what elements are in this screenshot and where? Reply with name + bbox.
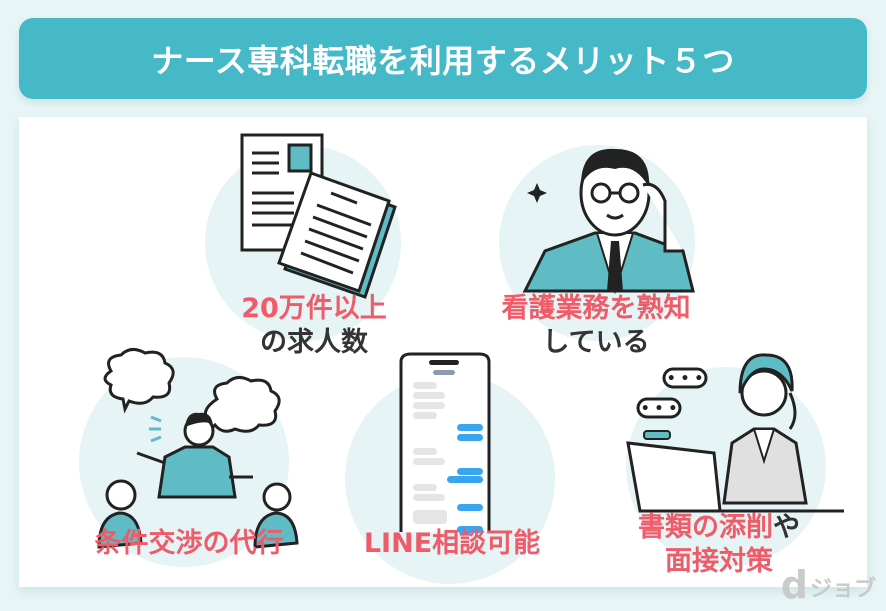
benefit-2-line2: している (542, 327, 650, 358)
benefit-nursing-expertise: 看護業務を熟知 している (471, 117, 721, 358)
benefit-5-line1-red: 書類の添削 (638, 512, 773, 543)
benefit-document-interview-support: • • • • • • 書類の添削や 面接対策 (604, 327, 867, 587)
benefit-4-line1: LINE相談可能 (363, 528, 541, 559)
benefit-5-line2: 面接対策 (665, 546, 773, 577)
benefit-1-line1: 20万件以上 (241, 293, 387, 324)
benefit-5-line1-dark: や (773, 512, 800, 543)
logo-text: ジョブ (809, 577, 876, 602)
advisor-glasses-icon (522, 148, 695, 295)
benefit-job-listings: 20万件以上 の求人数 (199, 117, 439, 358)
page-title: ナース専科転職を利用するメリット５つ (151, 41, 735, 80)
documents-icon (240, 133, 397, 299)
benefits-panel: 20万件以上 の求人数 看護業務を熟知 している (19, 117, 867, 587)
online-interview-icon: • • • • • • (626, 353, 844, 513)
djob-logo: d ジョブ (780, 563, 876, 607)
logo-mark: d (780, 563, 808, 607)
line-chat-phone-icon (399, 352, 491, 533)
negotiation-meeting-icon (97, 348, 299, 549)
svg-text:• • •: • • • (641, 401, 678, 417)
benefit-3-line1: 条件交渉の代行 (94, 528, 284, 559)
benefit-line-consultation: LINE相談可能 (337, 352, 567, 587)
benefit-negotiation: 条件交渉の代行 (69, 347, 309, 587)
svg-text:• • •: • • • (667, 371, 704, 387)
header-banner: ナース専科転職を利用するメリット５つ (19, 18, 867, 99)
benefit-2-line1: 看護業務を熟知 (501, 293, 691, 324)
benefit-1-line2: の求人数 (260, 327, 368, 358)
